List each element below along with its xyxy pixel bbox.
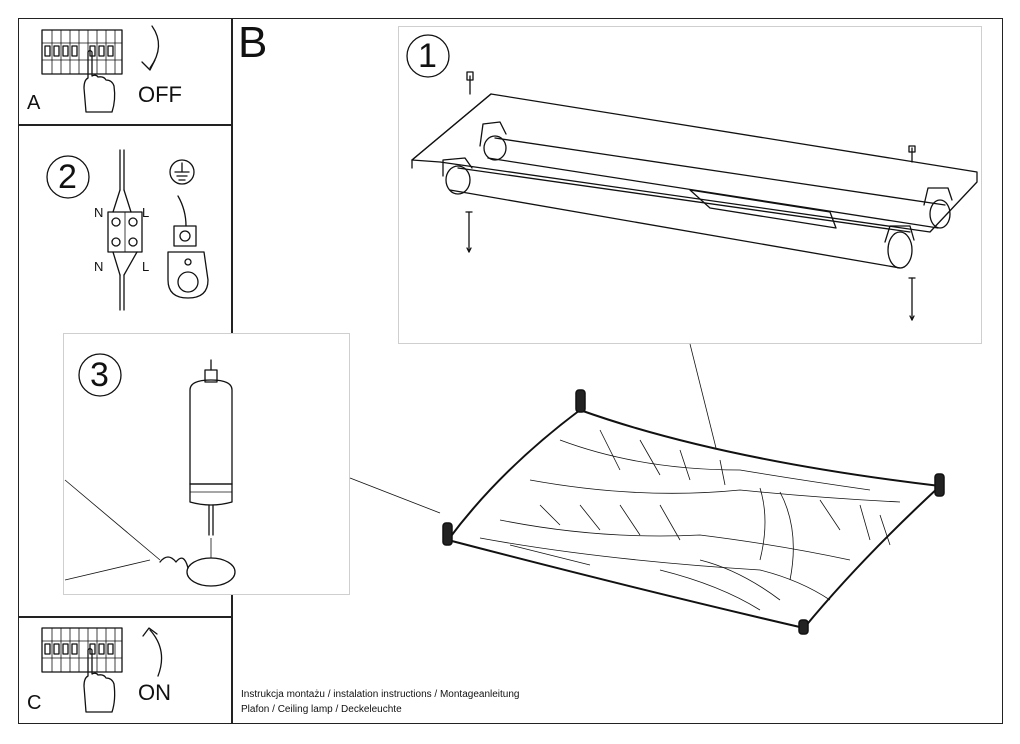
- step-3-number: 3: [90, 356, 109, 394]
- wire-n-top-label: N: [94, 205, 104, 220]
- wire-l-bottom-label: L: [142, 259, 150, 274]
- caption: Instrukcja montażu / instalation instruc…: [241, 687, 520, 717]
- section-a-letter: A: [27, 92, 41, 114]
- box-a-border: [18, 124, 232, 126]
- section-c-letter: C: [27, 692, 42, 714]
- step-1-panel: [398, 26, 982, 344]
- wire-n-bottom-label: N: [94, 259, 104, 274]
- wire-l-top-label: L: [142, 205, 150, 220]
- outer-frame: [18, 18, 1003, 724]
- caption-line-2: Plafon / Ceiling lamp / Deckeleuchte: [241, 704, 402, 715]
- section-b-letter: B: [238, 18, 268, 67]
- section-c-action: ON: [138, 680, 171, 705]
- step-3-panel: [63, 333, 350, 595]
- step-2-number: 2: [58, 158, 77, 196]
- caption-line-1: Instrukcja montażu / instalation instruc…: [241, 689, 520, 700]
- step-1-number: 1: [418, 37, 437, 75]
- box-c-border: [18, 616, 232, 618]
- section-a-action: OFF: [138, 82, 182, 107]
